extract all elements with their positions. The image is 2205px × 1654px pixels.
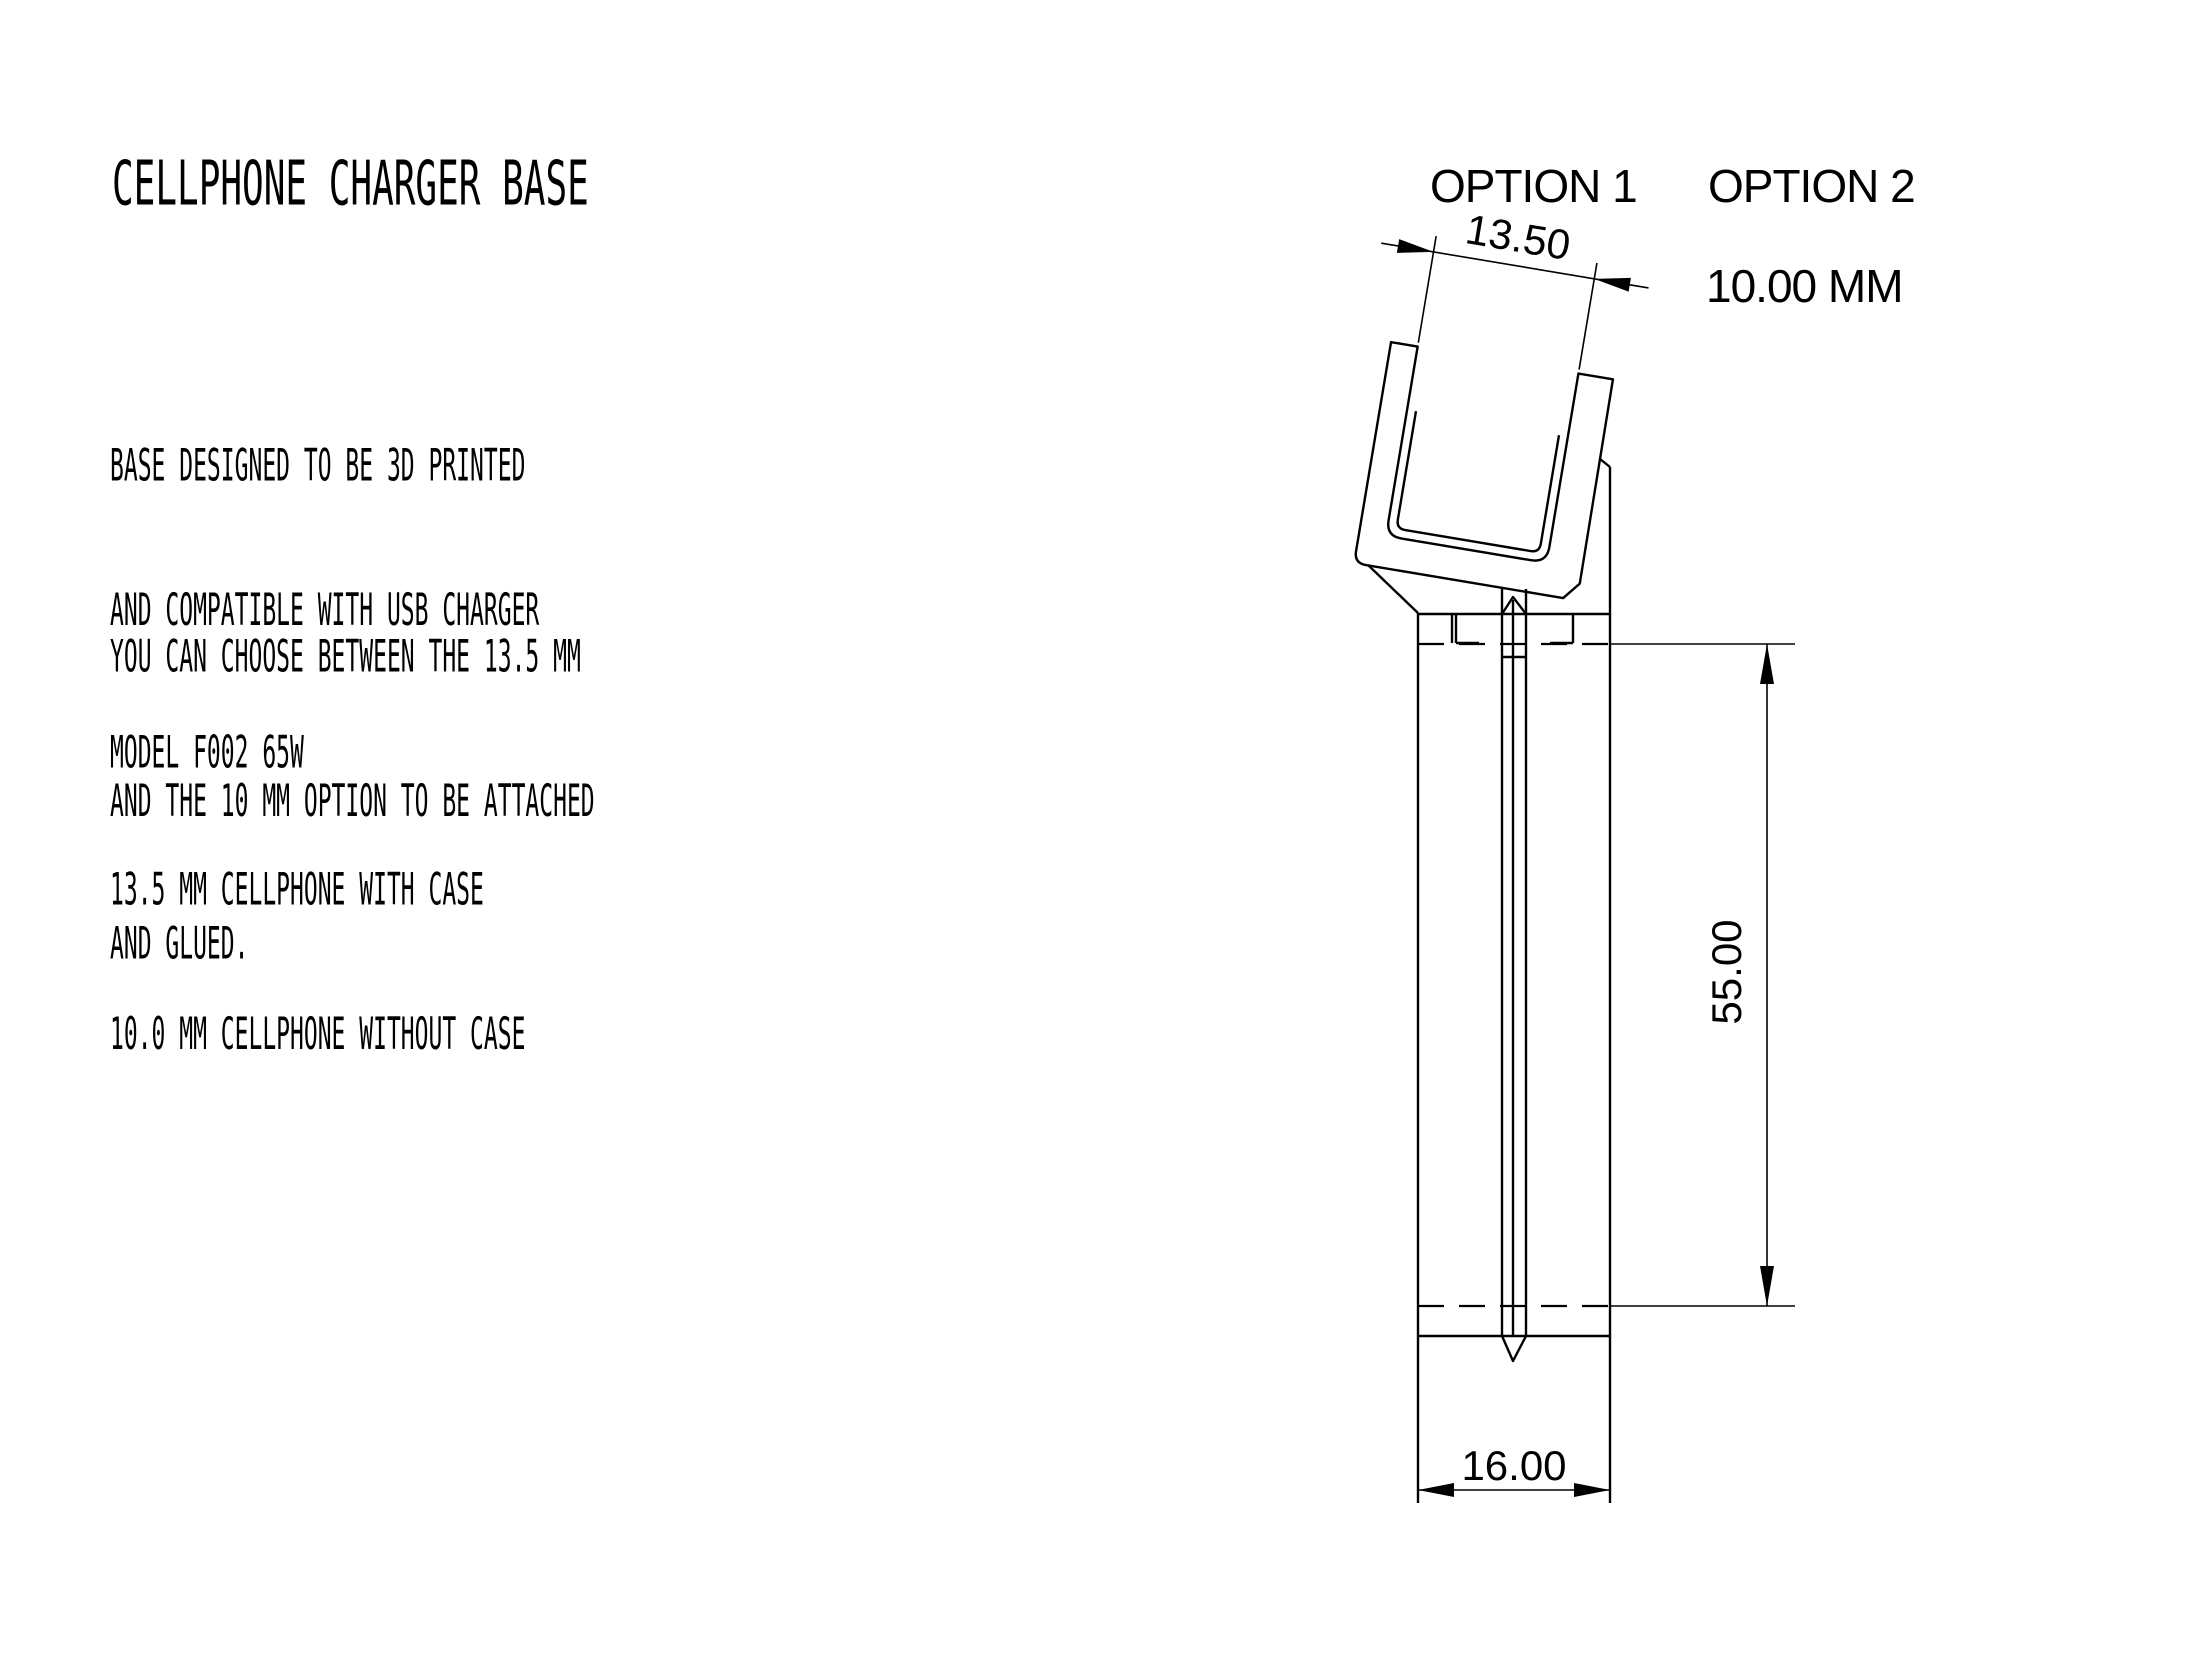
note-line: AND COMPATIBLE WITH USB CHARGER bbox=[110, 584, 540, 636]
page-title: CELLPHONE CHARGER BASE bbox=[112, 150, 589, 220]
note-block-options: YOU CAN CHOOSE BETWEEN THE 13.5 MM AND T… bbox=[110, 539, 595, 1065]
note-line: 13.5 MM CELLPHONE WITH CASE bbox=[110, 865, 484, 917]
clip-tip bbox=[1500, 1335, 1528, 1363]
option2-size-label: 10.00 MM bbox=[1706, 260, 1903, 312]
dim-body-height: 55.00 bbox=[1610, 643, 1795, 1307]
dim-base-width-text: 16.00 bbox=[1461, 1442, 1566, 1489]
dim-cradle-ext-right bbox=[1578, 262, 1598, 370]
dim-body-height-text: 55.00 bbox=[1703, 919, 1750, 1024]
cradle-group: 13.50 bbox=[1354, 205, 1649, 600]
dim-base-width: 16.00 bbox=[1418, 1442, 1610, 1497]
note-line: MODEL F002 65W bbox=[110, 728, 304, 779]
center-clip bbox=[1500, 589, 1528, 1363]
top-slot-left bbox=[1450, 614, 1479, 645]
dim-base-arrow-right bbox=[1574, 1483, 1610, 1497]
dim-base-arrow-left bbox=[1418, 1483, 1454, 1497]
dim-height-arrow-down bbox=[1760, 1266, 1774, 1306]
dim-cradle-arrow-right bbox=[1594, 277, 1631, 292]
note-block-case: 13.5 MM CELLPHONE WITH CASE 10.0 MM CELL… bbox=[110, 772, 525, 1154]
body-chamfer-right bbox=[1599, 458, 1611, 468]
dim-cradle-ext-left bbox=[1417, 236, 1437, 343]
option1-label: OPTION 1 bbox=[1430, 160, 1637, 212]
note-block-printing: BASE DESIGNED TO BE 3D PRINTED AND COMPA… bbox=[110, 348, 539, 874]
body-chamfer-left bbox=[1367, 564, 1419, 614]
cradle-inner-lip bbox=[1396, 411, 1561, 553]
note-line: BASE DESIGNED TO BE 3D PRINTED bbox=[110, 441, 526, 493]
clip-chevron-top bbox=[1500, 595, 1527, 615]
note-line: AND THE 10 MM OPTION TO BE ATTACHED bbox=[110, 775, 595, 827]
note-line: AND GLUED. bbox=[110, 919, 249, 970]
note-line: YOU CAN CHOOSE BETWEEN THE 13.5 MM bbox=[110, 632, 581, 684]
cradle-outline bbox=[1354, 340, 1615, 600]
option2-label: OPTION 2 bbox=[1708, 160, 1915, 212]
dim-cradle-arrow-left bbox=[1396, 239, 1434, 253]
note-line: 10.0 MM CELLPHONE WITHOUT CASE bbox=[110, 1008, 526, 1060]
dim-height-arrow-up bbox=[1760, 644, 1774, 684]
top-slot-right bbox=[1550, 614, 1575, 645]
